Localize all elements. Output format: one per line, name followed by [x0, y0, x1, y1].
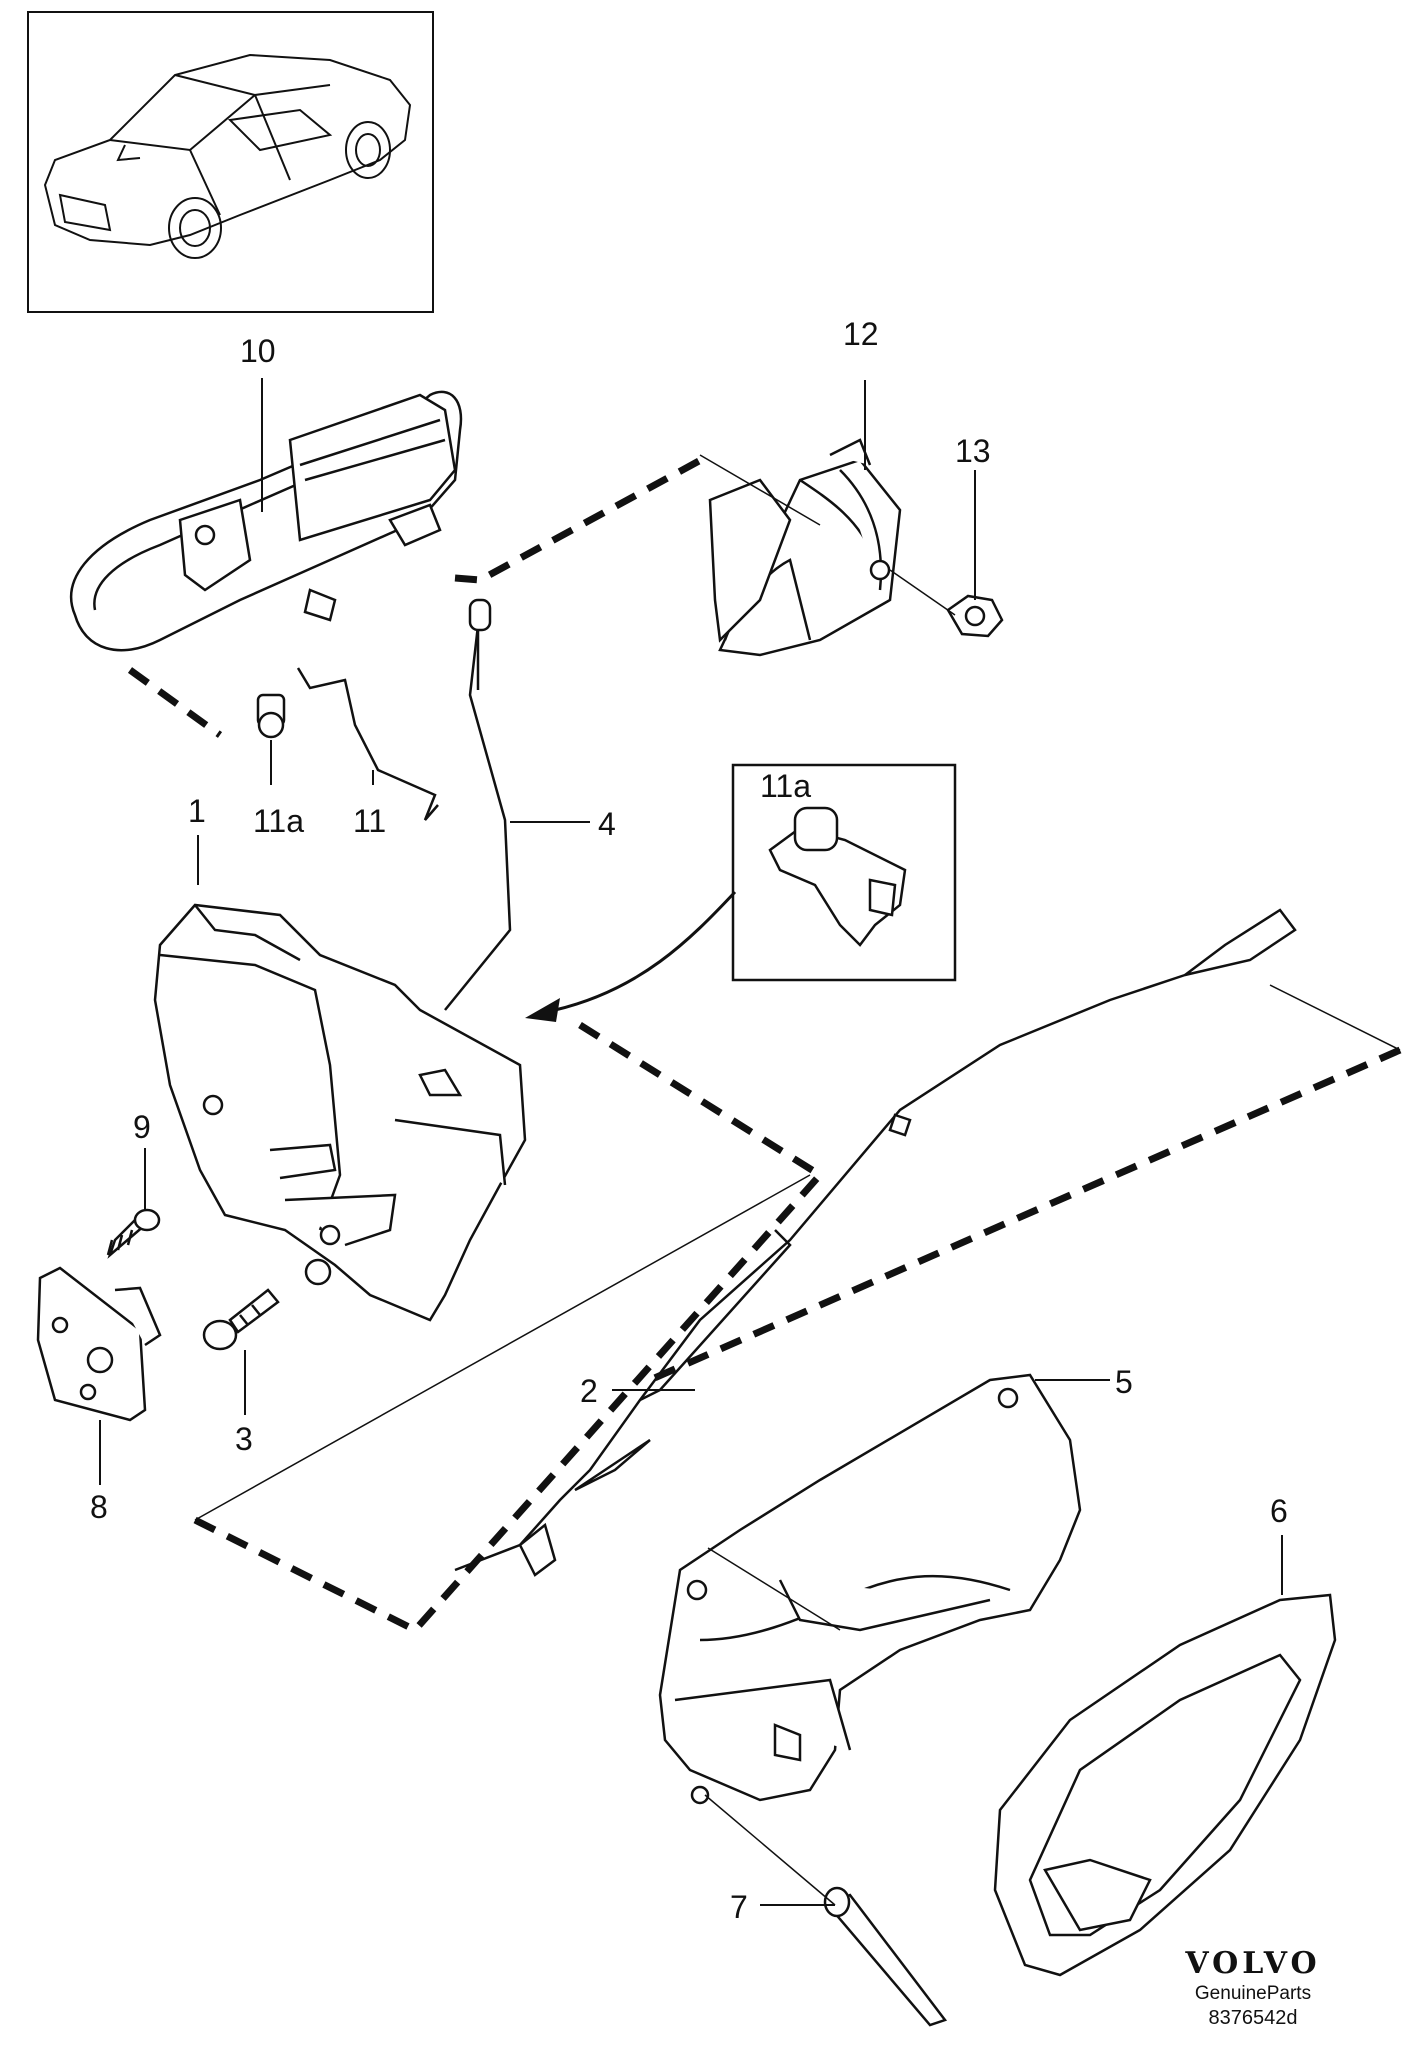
part-1-door-lock [153, 903, 527, 1322]
part-9-screw [106, 1208, 161, 1259]
callout-leaders [99, 378, 1283, 1906]
part-3-screw [202, 1288, 280, 1351]
callout-13: 13 [955, 433, 991, 469]
part-11a-clip [256, 693, 286, 739]
part-8-striker-plate [36, 1266, 162, 1422]
inset-arrowhead [525, 998, 560, 1022]
part-11-rod [296, 667, 439, 821]
inset-arrow [554, 890, 737, 1012]
part-7-rivet [823, 1886, 948, 2027]
assembly-lines [127, 451, 1402, 1635]
part-5-bracket [658, 1373, 1082, 1805]
callout-11: 11 [353, 803, 386, 839]
callout-5: 5 [1115, 1364, 1133, 1400]
thin-leader-lines [194, 454, 1401, 1906]
callout-8: 8 [90, 1489, 108, 1525]
brand-tagline: GenuineParts [1194, 1983, 1312, 2004]
callout-11a: 11a [253, 803, 304, 839]
part-6-inner-handle [993, 1593, 1337, 1977]
callout-4: 4 [598, 806, 616, 842]
callout-1: 1 [188, 793, 206, 829]
callout-2: 2 [580, 1373, 598, 1409]
callout-3: 3 [235, 1421, 253, 1457]
part-10-outer-handle [69, 390, 463, 652]
car-sketch [43, 53, 412, 259]
callout-11a-inset: 11a [760, 768, 811, 804]
callout-10: 10 [240, 333, 276, 369]
callout-12: 12 [843, 316, 879, 352]
callout-labels: 10 12 13 11a 11 11a 4 1 9 8 3 2 5 6 7 [90, 316, 1288, 1925]
part-4-rod [444, 598, 512, 1011]
vehicle-overview-inset [27, 11, 434, 313]
brand-block: VOLVO GenuineParts 8376542d [1153, 1946, 1353, 2030]
volvo-logo: VOLVO [1185, 1946, 1321, 1981]
diagram-code: 8376542d [1208, 2007, 1298, 2029]
inset-11a [731, 763, 957, 982]
callout-6: 6 [1270, 1493, 1288, 1529]
callout-9: 9 [133, 1109, 151, 1145]
part-2-cable [454, 908, 1297, 1577]
part-12-cylinder-housing [708, 438, 902, 657]
part-13-nut [946, 594, 1004, 638]
callout-7: 7 [730, 1889, 748, 1925]
